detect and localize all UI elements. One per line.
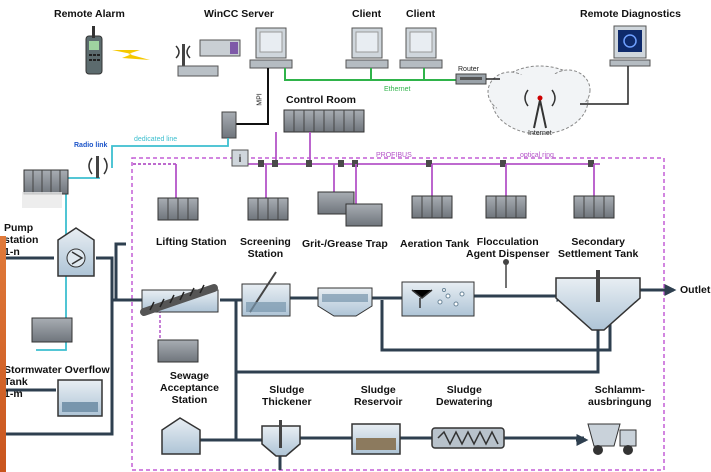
schlamm-label: Schlamm-ausbringung [588,384,652,409]
control-room-label: Control Room [286,94,356,106]
radio-antenna-icon [88,156,108,178]
outlet-label: Outlet [680,284,711,296]
settlement-tank-icon [555,270,641,331]
mpi-line [234,68,269,125]
client-label-2: Client [406,8,436,20]
wincc-server-label: WinCC Server [204,8,274,20]
lifting-station-plc [157,197,199,221]
pump-station-icon [57,227,95,277]
grit-trap-icon [317,287,373,317]
control-room-plc [283,109,365,133]
sludge-thickener-icon [261,420,301,457]
sludge-dewatering-icon [431,427,505,449]
radio-link-label: Radio link [74,142,108,149]
client-monitor-icon [345,27,389,69]
sewage-acceptance-icon [161,417,201,455]
optical-ring-label: optical ring [520,152,554,159]
dedicated-line-label: dedicated line [134,136,178,143]
svg-text:i: i [239,154,242,165]
client-label-1: Client [352,8,382,20]
grit-trap-label: Grit-/Grease Trap [302,238,388,250]
settlement-tank-plc [573,195,615,219]
sludge-reservoir-icon [351,423,401,455]
bus-terminal-icon: i [231,149,249,167]
internet-label: Internet [528,130,552,137]
wincc-server-monitor-icon [249,27,293,69]
remote-diagnostics-label: Remote Diagnostics [580,8,681,20]
stormwater-plc [31,317,73,343]
remote-alarm-label: Remote Alarm [54,8,125,20]
remote-diagnostics-monitor-icon [609,25,651,67]
sewage-acceptance-plc [157,339,199,363]
aeration-tank-label: Aeration Tank [400,238,470,250]
ethernet-line [284,68,458,81]
internet-cloud-icon [487,65,591,135]
mobile-phone-icon [85,26,103,75]
lifting-station-label: Lifting Station [156,236,227,248]
lifting-screw-icon [140,284,219,316]
server-rack-icon [199,39,241,57]
screening-station-plc [247,197,289,221]
dedicated-line [111,138,229,168]
mpi-adapter-icon [221,111,237,139]
router-label: Router [458,66,480,73]
pump-station-plc [23,169,69,195]
aeration-tank-plc [411,195,453,219]
screening-station-icon [241,271,291,317]
aeration-tank-icon [401,281,475,317]
profibus-frame [131,157,665,471]
ethernet-label: Ethernet [384,86,411,93]
router-icon [455,73,487,85]
grit-trap-plc [317,191,383,227]
profibus-label: PROFIBUS [376,152,412,159]
left-edge-strip [0,236,6,472]
flocculation-plc [485,195,527,219]
mpi-label: MPI [256,93,264,106]
truck-icon [587,423,637,455]
wireless-modem-icon [175,44,219,77]
client-monitor-icon [399,27,443,69]
stormwater-tank-icon [57,379,103,417]
lightning-icon [112,50,150,60]
